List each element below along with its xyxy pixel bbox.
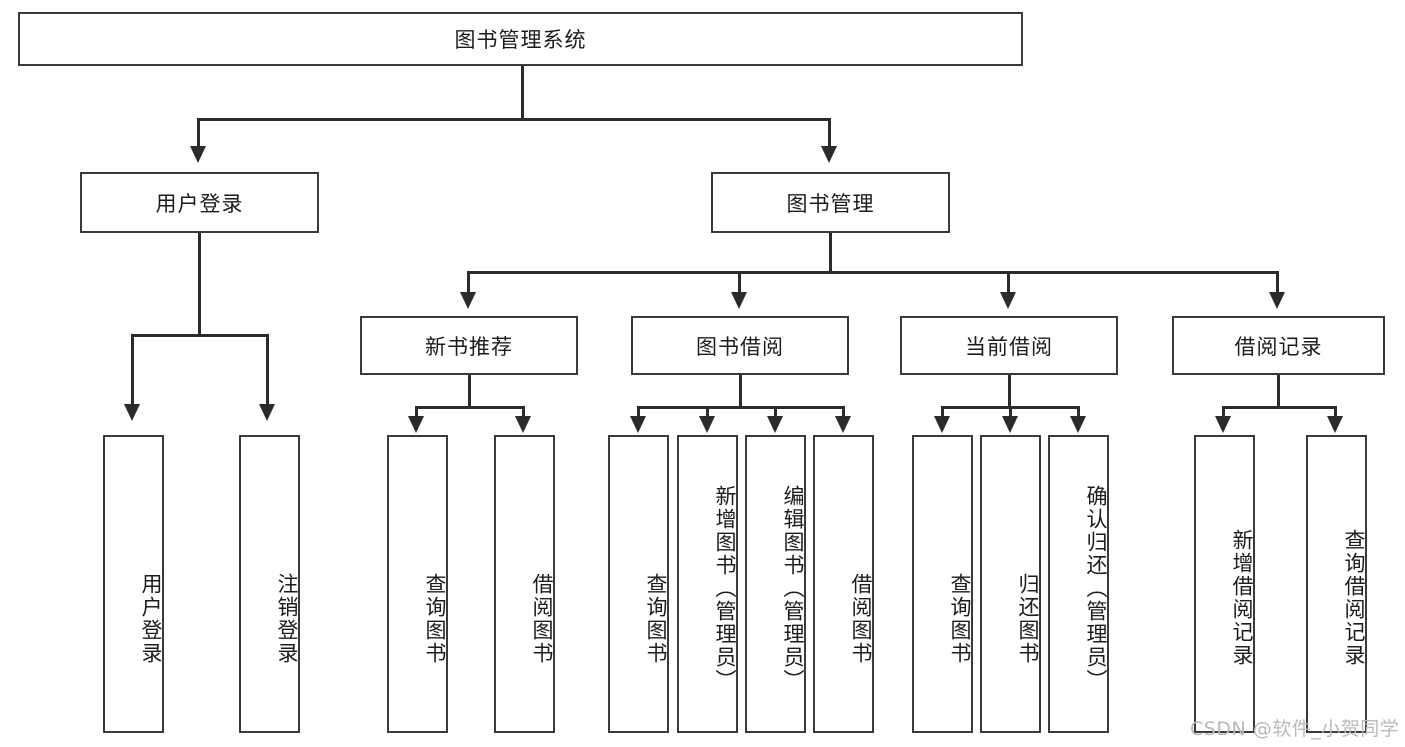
arrowhead-new-book-recommend	[460, 292, 476, 309]
arrowhead-book-manage	[821, 146, 837, 163]
edge-borrow-record-bus	[1222, 406, 1337, 409]
arrowhead-leaf-borrow-book-2	[835, 416, 851, 433]
watermark-text: CSDN @软件_小贺同学	[1190, 718, 1400, 740]
arrowhead-leaf-confirm-return	[1070, 416, 1086, 433]
edge-new-book-drop-1	[415, 406, 418, 418]
edge-current-borrow-drop-2	[1009, 406, 1012, 418]
leaf-add-borrow-record[interactable]: 新增借阅记录	[1194, 435, 1255, 733]
edge-borrow-record-stem	[1277, 375, 1280, 408]
edge-level2-drop-user-login	[197, 118, 200, 148]
edge-book-borrow-bus	[637, 406, 845, 409]
edge-level3-drop-book-borrow	[738, 271, 741, 293]
node-book-management[interactable]: 图书管理	[711, 172, 950, 233]
edge-new-book-drop-2	[522, 406, 525, 418]
arrowhead-user-login	[190, 146, 206, 163]
node-book-borrow[interactable]: 图书借阅	[631, 316, 849, 375]
node-root-library-system[interactable]: 图书管理系统	[18, 12, 1023, 66]
edge-book-borrow-drop-1	[637, 406, 640, 418]
edge-level3-drop-new-book	[467, 271, 470, 293]
arrowhead-leaf-user-login	[124, 404, 140, 421]
edge-current-borrow-drop-1	[941, 406, 944, 418]
edge-level3-drop-current-borrow	[1007, 271, 1010, 293]
edge-current-borrow-drop-3	[1077, 406, 1080, 418]
edge-level2-bus	[197, 118, 831, 121]
edge-book-borrow-stem	[739, 375, 742, 408]
leaf-confirm-return-admin[interactable]: 确认归还（管理员）	[1048, 435, 1109, 733]
arrowhead-leaf-add-book	[699, 416, 715, 433]
edge-user-login-drop-2	[266, 334, 269, 406]
arrowhead-leaf-edit-book	[767, 416, 783, 433]
leaf-query-book-current[interactable]: 查询图书	[912, 435, 973, 733]
edge-user-login-stem	[198, 233, 201, 335]
leaf-add-book-admin[interactable]: 新增图书（管理员）	[677, 435, 738, 733]
leaf-query-borrow-record[interactable]: 查询借阅记录	[1306, 435, 1367, 733]
edge-user-login-bus	[131, 334, 269, 337]
leaf-borrow-book-recommend[interactable]: 借阅图书	[494, 435, 555, 733]
arrowhead-borrow-record	[1269, 292, 1285, 309]
arrowhead-leaf-query-book-3	[934, 416, 950, 433]
arrowhead-leaf-add-record	[1215, 416, 1231, 433]
node-new-book-recommend[interactable]: 新书推荐	[360, 316, 578, 375]
arrowhead-leaf-query-book-1	[408, 416, 424, 433]
arrowhead-leaf-query-book-2	[630, 416, 646, 433]
arrowhead-leaf-query-record	[1327, 416, 1343, 433]
edge-borrow-record-drop-2	[1334, 406, 1337, 418]
leaf-user-login[interactable]: 用户登录	[103, 435, 164, 733]
edge-new-book-bus	[415, 406, 525, 409]
edge-book-manage-stem	[829, 233, 832, 273]
leaf-borrow-book-borrow[interactable]: 借阅图书	[813, 435, 874, 733]
arrowhead-leaf-return-book	[1002, 416, 1018, 433]
arrowhead-leaf-borrow-book-1	[515, 416, 531, 433]
edge-new-book-stem	[468, 375, 471, 408]
edge-user-login-drop-1	[131, 334, 134, 406]
node-current-borrow[interactable]: 当前借阅	[900, 316, 1118, 375]
leaf-query-book-borrow[interactable]: 查询图书	[608, 435, 669, 733]
edge-level3-bus	[467, 271, 1279, 274]
leaf-query-book-recommend[interactable]: 查询图书	[387, 435, 448, 733]
edge-level3-drop-borrow-record	[1276, 271, 1279, 293]
edge-level2-drop-book-manage	[828, 118, 831, 148]
edge-book-borrow-drop-3	[774, 406, 777, 418]
edge-current-borrow-stem	[1008, 375, 1011, 408]
arrowhead-leaf-logout	[259, 404, 275, 421]
node-user-login[interactable]: 用户登录	[80, 172, 319, 233]
leaf-return-book[interactable]: 归还图书	[980, 435, 1041, 733]
arrowhead-book-borrow	[731, 292, 747, 309]
leaf-logout[interactable]: 注销登录	[239, 435, 300, 733]
edge-book-borrow-drop-2	[706, 406, 709, 418]
edge-book-borrow-drop-4	[842, 406, 845, 418]
leaf-edit-book-admin[interactable]: 编辑图书（管理员）	[745, 435, 806, 733]
edge-borrow-record-drop-1	[1222, 406, 1225, 418]
arrowhead-current-borrow	[1000, 292, 1016, 309]
node-borrow-record[interactable]: 借阅记录	[1172, 316, 1385, 375]
edge-root-stem	[521, 66, 524, 119]
